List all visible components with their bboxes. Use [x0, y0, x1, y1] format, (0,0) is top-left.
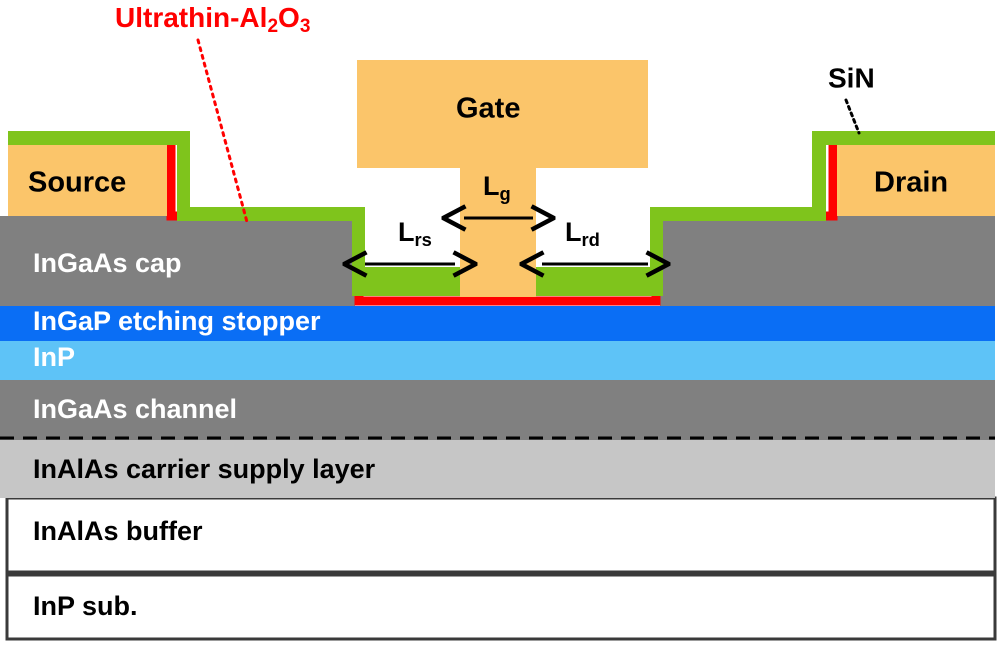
layer-ultrathin-al2o3	[8, 135, 995, 306]
layer-ingaas-cap	[0, 216, 355, 306]
layer-ingaas-cap-right	[660, 216, 995, 306]
layer-ingap-etching-stopper	[0, 306, 995, 341]
electrode-source-body[interactable]	[8, 145, 167, 216]
drain-label: Drain	[874, 167, 948, 199]
label-inalas-buffer: InAlAs buffer	[33, 516, 203, 546]
layer-sin-passivation-right	[650, 131, 995, 296]
label-inalas-carrier-supply: InAlAs carrier supply layer	[33, 454, 376, 484]
gate-label: Gate	[456, 93, 520, 125]
layer-inalas-carrier-supply	[0, 440, 995, 498]
sin-label: SiN	[828, 62, 875, 93]
dimension-label-lg: Lg	[483, 171, 511, 204]
layer-inp	[0, 341, 995, 380]
electrode-gate-head[interactable]	[357, 60, 648, 168]
dimension-label-lrd: Lrd	[565, 217, 600, 250]
layer-sin-recess-floor-right	[536, 267, 652, 296]
layer-sin-passivation-left	[8, 131, 365, 296]
layer-inp-sub	[5, 573, 997, 641]
layer-inalas-buffer	[5, 496, 997, 574]
label-ingaas-channel: InGaAs channel	[33, 394, 237, 424]
label-inp: InP	[33, 342, 75, 372]
ultrathin-al2o3-leader-line	[196, 38, 249, 224]
ultrathin-al2o3-label: Ultrathin-Al2O3	[115, 2, 310, 37]
label-ingap-etching-stopper: InGaP etching stopper	[33, 306, 321, 336]
layer-ingaas-channel	[0, 380, 995, 440]
source-label: Source	[28, 167, 126, 199]
dimension-label-lrs: Lrs	[398, 217, 432, 250]
label-ingaas-cap: InGaAs cap	[33, 248, 182, 278]
sin-leader-line	[844, 98, 861, 135]
layer-sin-recess-floor-left	[363, 267, 460, 296]
label-inp-sub: InP sub.	[33, 591, 138, 621]
electrode-drain-body[interactable]	[837, 145, 995, 216]
